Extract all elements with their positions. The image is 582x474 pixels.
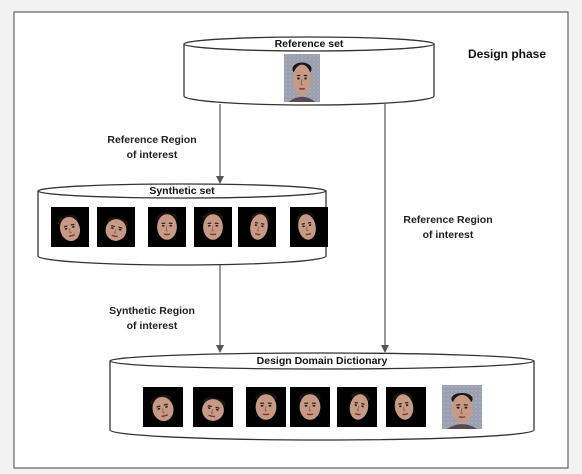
arrow-label-line-2: of interest bbox=[126, 320, 178, 332]
arrow-label-line-1: Reference Region bbox=[403, 214, 493, 226]
reference-thumb-frontal-face-photo-1 bbox=[284, 54, 320, 102]
dictionary-thumb-face-turned-right-icon-5 bbox=[337, 387, 377, 427]
dictionary-thumb-face-frontal-icon-4 bbox=[290, 387, 330, 427]
synthetic-thumb-face-tilted-down-icon-1 bbox=[51, 207, 89, 247]
synthetic-thumb-face-turned-right-icon-5 bbox=[238, 207, 276, 247]
arrow-label-synthetic-to-dictionary: Synthetic Region of interest bbox=[100, 304, 204, 334]
synthetic-thumb-face-turned-left-icon-6 bbox=[290, 207, 328, 247]
arrow-label-line-1: Reference Region bbox=[107, 134, 197, 146]
arrow-label-reference-to-synthetic: Reference Region of interest bbox=[100, 133, 204, 163]
dictionary-thumb-face-tilted-back-icon-2 bbox=[193, 387, 233, 427]
reference-set-title: Reference set bbox=[274, 38, 344, 50]
arrow-label-line-2: of interest bbox=[126, 149, 178, 161]
synthetic-thumb-face-frontal-icon-4 bbox=[194, 207, 232, 247]
dictionary-thumb-face-tilted-down-icon-1 bbox=[143, 387, 183, 427]
synthetic-thumb-face-frontal-icon-3 bbox=[148, 207, 186, 247]
synthetic-thumb-face-tilted-back-icon-2 bbox=[97, 207, 135, 247]
phase-label: Design phase bbox=[468, 47, 547, 61]
dictionary-thumb-face-turned-left-icon-6 bbox=[386, 387, 426, 427]
arrow-label-line-2: of interest bbox=[422, 229, 474, 241]
arrow-label-line-1: Synthetic Region bbox=[109, 305, 195, 317]
dictionary-thumb-frontal-face-photo-7 bbox=[442, 385, 482, 429]
arrow-label-reference-to-dictionary: Reference Region of interest bbox=[396, 213, 500, 243]
synthetic-set-title: Synthetic set bbox=[149, 185, 215, 197]
dictionary-thumb-face-frontal-icon-3 bbox=[246, 387, 286, 427]
dictionary-title: Design Domain Dictionary bbox=[256, 355, 388, 367]
